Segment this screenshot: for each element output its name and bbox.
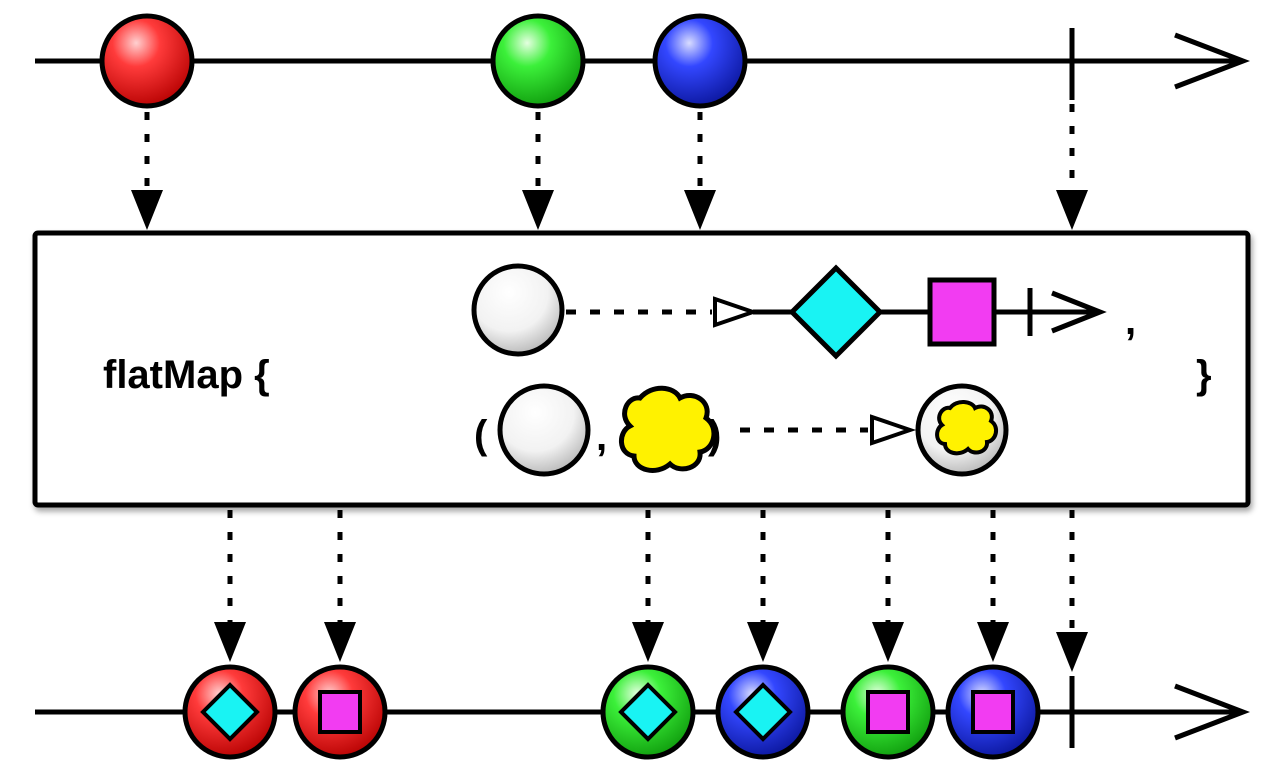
operator-label: flatMap { (103, 353, 270, 397)
tuple-close-paren: ) (708, 413, 721, 457)
input-arrows (131, 104, 1088, 230)
mapping-open-arrowhead (713, 296, 760, 328)
inner-square-shape (971, 690, 1015, 734)
item-output-arrow (214, 510, 246, 662)
item-output-arrow (872, 510, 904, 662)
mapping-row-2: ( , ) (474, 383, 1009, 477)
combined-result-blob (935, 400, 999, 456)
tuple-open-paren: ( (474, 413, 488, 457)
completion-input-arrow-head (1056, 190, 1088, 230)
item-output-arrow (747, 510, 779, 662)
inner-diamond-shape (618, 682, 678, 742)
inner-observable-arrowhead (1051, 290, 1107, 334)
source-timeline (35, 13, 1251, 109)
inner-square-item (927, 277, 997, 347)
item-output-arrow-head (632, 622, 664, 662)
item-output-arrow-head (747, 622, 779, 662)
item-output-arrow-head (214, 622, 246, 662)
mapping-separator: , (1125, 299, 1136, 343)
item-input-arrow (131, 112, 163, 230)
output-marble-red-diamond (182, 664, 278, 760)
inner-diamond-shape (200, 682, 260, 742)
tuple-outer-marble (497, 383, 591, 477)
item-input-arrow (522, 112, 554, 230)
combine-open-arrowhead (870, 414, 917, 446)
source-marbles (99, 13, 748, 109)
item-input-arrow-head (522, 190, 554, 230)
output-arrows (214, 510, 1088, 672)
output-marble-green-square (840, 664, 936, 760)
tuple-inner-blob (619, 385, 717, 473)
result-timeline-arrowhead (1174, 683, 1251, 741)
item-input-arrow-head (131, 190, 163, 230)
item-output-arrow-head (872, 622, 904, 662)
mapping-row-1: , (471, 263, 1136, 360)
item-output-arrow-head (324, 622, 356, 662)
source-marble-red (99, 13, 195, 109)
source-timeline-arrowhead (1174, 32, 1251, 90)
item-output-arrow (977, 510, 1009, 662)
output-marble-blue-square (945, 664, 1041, 760)
completion-output-arrow (1056, 510, 1088, 672)
input-marble-placeholder (471, 263, 565, 357)
completion-input-arrow (1056, 104, 1088, 230)
output-marble-red-square (292, 664, 388, 760)
inner-diamond-shape (733, 682, 793, 742)
inner-square-shape (318, 690, 362, 734)
item-output-arrow (324, 510, 356, 662)
operator-close-brace: } (1196, 353, 1212, 397)
item-input-arrow-head (684, 190, 716, 230)
item-output-arrow-head (977, 622, 1009, 662)
output-marbles (182, 664, 1041, 760)
output-marble-green-diamond (600, 664, 696, 760)
tuple-comma: , (596, 415, 607, 459)
output-marble-blue-diamond (715, 664, 811, 760)
completion-output-arrow-head (1056, 632, 1088, 672)
inner-square-shape (866, 690, 910, 734)
inner-diamond-item (788, 264, 884, 360)
item-output-arrow (632, 510, 664, 662)
result-timeline (35, 664, 1251, 760)
item-input-arrow (684, 112, 716, 230)
source-marble-green (490, 13, 586, 109)
source-marble-blue (652, 13, 748, 109)
